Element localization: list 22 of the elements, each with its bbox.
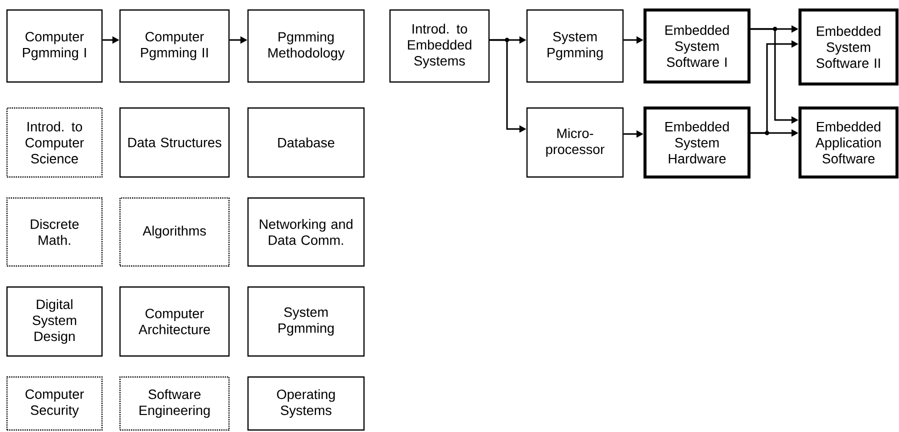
course-box: Micro- processor — [526, 107, 624, 178]
course-box: Data Structures — [119, 107, 230, 178]
course-box: Networking and Data Comm. — [247, 197, 365, 267]
course-box: Computer Architecture — [119, 286, 230, 357]
course-box: System Pgmming — [526, 9, 624, 83]
course-box: Discrete Math. — [6, 197, 103, 267]
course-box: Database — [247, 107, 365, 178]
course-box: Computer Pgmming II — [119, 9, 230, 83]
course-box: Introd. to Computer Science — [6, 107, 103, 178]
course-box: Pgmming Methodology — [247, 9, 365, 83]
course-box: Digital System Design — [6, 286, 103, 357]
course-box: Software Engineering — [119, 376, 230, 431]
course-box: System Pgmming — [247, 286, 365, 357]
course-box: Embedded System Hardware — [644, 106, 750, 178]
course-box: Algorithms — [119, 197, 230, 267]
course-box: Embedded System Software I — [644, 8, 750, 84]
course-box: Operating Systems — [247, 376, 365, 431]
course-box: Embedded Application Software — [798, 106, 898, 178]
course-box: Computer Pgmming I — [6, 9, 103, 83]
course-box: Embedded System Software II — [798, 8, 898, 86]
course-box: Introd. to Embedded Systems — [389, 9, 490, 83]
course-box: Computer Security — [6, 376, 103, 431]
